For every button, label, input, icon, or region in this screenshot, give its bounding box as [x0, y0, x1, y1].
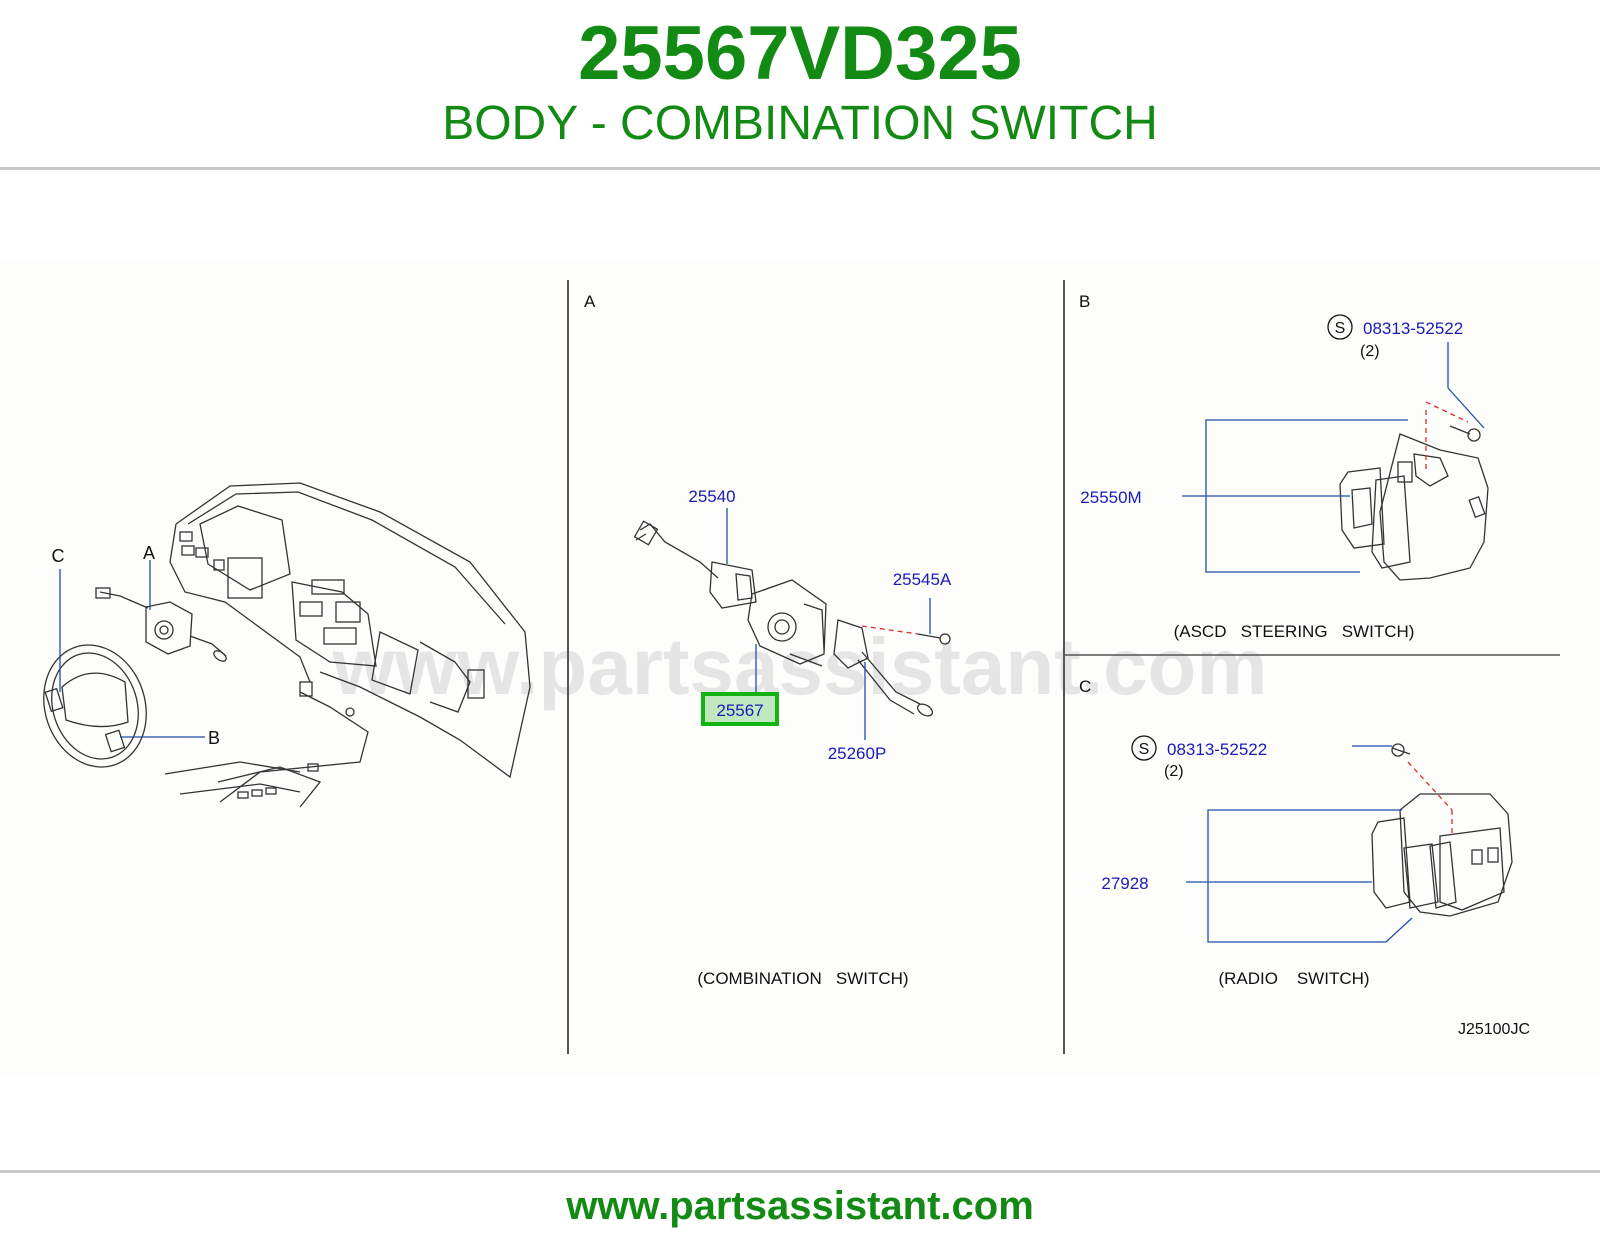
part-number-title: 25567VD325 — [578, 11, 1022, 96]
overview-label-a: A — [143, 543, 155, 563]
section-b-caption: (ASCD STEERING SWITCH) — [1174, 622, 1415, 641]
drawing-code: J25100JC — [1458, 1021, 1530, 1038]
overview-leaders — [59, 560, 205, 738]
overview-illustration — [43, 482, 531, 808]
parts-diagram: www.partsassistant.com — [0, 262, 1600, 1076]
footer-divider — [0, 1170, 1600, 1173]
section-c-caption: (RADIO SWITCH) — [1218, 969, 1369, 988]
watermark-text: www.partsassistant.com — [331, 622, 1267, 711]
overview-label-c: C — [52, 546, 65, 566]
screw-25545a-dashed-leader — [861, 625, 919, 635]
screw-symbol-b-label: S — [1335, 320, 1346, 337]
section-c-letter: C — [1079, 677, 1091, 696]
callout-25540: 25540 — [688, 487, 735, 506]
section-a-letter: A — [584, 292, 596, 311]
screw-symbol-c — [1131, 735, 1157, 761]
combination-switch-illustration — [633, 520, 951, 717]
ascd-steering-switch-illustration — [1339, 425, 1489, 581]
section-b-letter: B — [1079, 292, 1090, 311]
callout-25567: 25567 — [716, 701, 763, 720]
screw-qty-b: (2) — [1360, 343, 1380, 360]
screw-symbol-c-label: S — [1139, 741, 1150, 758]
callout-25260p: 25260P — [828, 744, 887, 763]
section-a-caption: (COMBINATION SWITCH) — [697, 969, 908, 988]
section-a-leaders — [726, 508, 931, 740]
highlight-box-25567 — [701, 692, 779, 726]
page-subtitle: BODY - COMBINATION SWITCH — [442, 97, 1158, 150]
part-25550m: 25550M — [1080, 488, 1141, 507]
callout-25545a: 25545A — [893, 570, 952, 589]
part-27928: 27928 — [1101, 874, 1148, 893]
page-header: 25567VD325 BODY - COMBINATION SWITCH — [0, 0, 1600, 170]
section-b-leaders — [1182, 342, 1485, 573]
screw-qty-c: (2) — [1164, 763, 1184, 780]
footer-site-link[interactable]: www.partsassistant.com — [566, 1184, 1034, 1228]
screw-part-b: 08313-52522 — [1363, 319, 1463, 338]
section-c-leaders — [1186, 745, 1413, 943]
radio-switch-illustration — [1371, 743, 1513, 917]
overview-label-b: B — [208, 728, 220, 748]
screw-symbol-b — [1327, 314, 1353, 340]
screw-c-dashed-leader — [1407, 761, 1453, 811]
header-divider — [0, 167, 1600, 170]
screw-b-dashed-leader-2 — [1425, 401, 1469, 423]
screw-part-c: 08313-52522 — [1167, 740, 1267, 759]
